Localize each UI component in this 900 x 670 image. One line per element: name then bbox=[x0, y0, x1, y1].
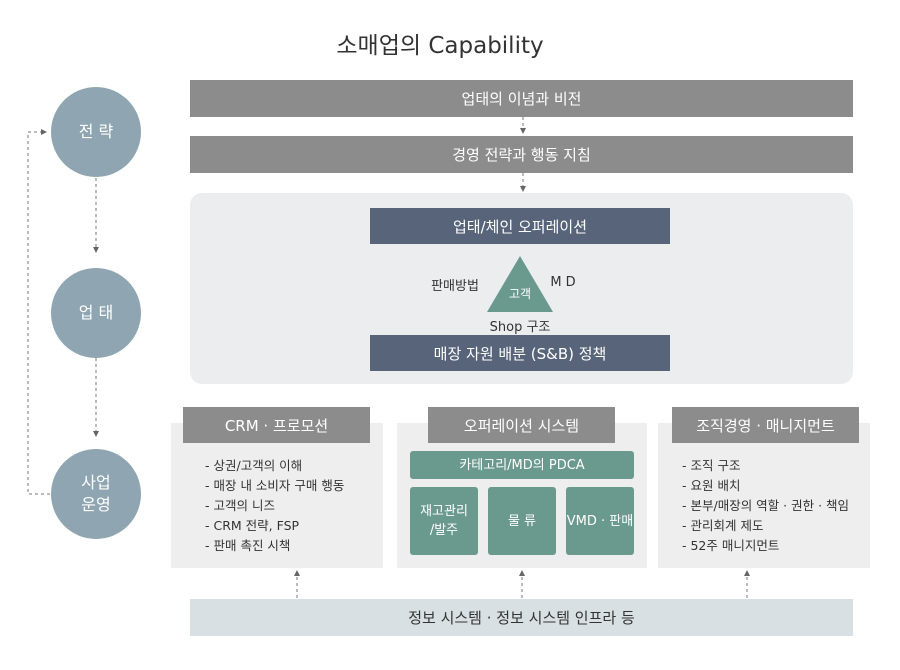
list-item: - 52주 매니지먼트 bbox=[682, 538, 780, 553]
sales-method-label: 판매방법 bbox=[431, 279, 479, 294]
org-column bbox=[658, 423, 870, 568]
crm-header: CRM · 프로모션 bbox=[183, 407, 370, 443]
resource-allocation-bar: 매장 자원 배분 (S&B) 정책 bbox=[370, 335, 670, 371]
infrastructure-bar: 정보 시스템 · 정보 시스템 인프라 등 bbox=[190, 599, 853, 636]
vmd-box: VMD · 판매 bbox=[566, 487, 634, 555]
triangle-label: 고객 bbox=[508, 287, 532, 301]
chain-operation-bar: 업태/체인 오퍼레이션 bbox=[370, 208, 670, 244]
inventory-box: 재고관리 /발주 bbox=[410, 487, 478, 555]
list-item: - 관리회계 제도 bbox=[682, 518, 764, 533]
operation-circle: 사업 운영 bbox=[51, 449, 141, 539]
list-item: - 요원 배치 bbox=[682, 478, 741, 493]
list-item: - 본부/매장의 역할 · 권한 · 책임 bbox=[682, 498, 850, 513]
crm-column bbox=[171, 423, 383, 568]
crm-list: - 상권/고객의 이해 - 매장 내 소비자 구매 행동 - 고객의 니즈 - … bbox=[205, 456, 380, 556]
list-item: - 판매 촉진 시책 bbox=[205, 538, 291, 553]
ops-system-header: 오퍼레이션 시스템 bbox=[428, 407, 615, 443]
list-item: - 고객의 니즈 bbox=[205, 498, 275, 513]
list-item: - 매장 내 소비자 구매 행동 bbox=[205, 478, 345, 493]
org-header: 조직경영 · 매니지먼트 bbox=[672, 407, 859, 443]
list-item: - 조직 구조 bbox=[682, 458, 741, 473]
page-title: 소매업의 Capability bbox=[336, 33, 544, 59]
logistics-box: 물 류 bbox=[488, 487, 556, 555]
list-item: - CRM 전략, FSP bbox=[205, 518, 300, 533]
list-item: - 상권/고객의 이해 bbox=[205, 458, 303, 473]
pdca-box: 카테고리/MD의 PDCA bbox=[410, 451, 634, 479]
strategy-circle: 전 략 bbox=[51, 87, 141, 177]
vision-bar: 업태의 이념과 비전 bbox=[190, 80, 853, 117]
format-circle: 업 태 bbox=[51, 268, 141, 358]
guideline-bar: 경영 전략과 행동 지침 bbox=[190, 136, 853, 173]
customer-triangle bbox=[487, 256, 553, 312]
org-list: - 조직 구조 - 요원 배치 - 본부/매장의 역할 · 권한 · 책임 - … bbox=[682, 456, 867, 556]
md-label: M D bbox=[550, 275, 576, 290]
shop-structure-label: Shop 구조 bbox=[489, 320, 551, 335]
